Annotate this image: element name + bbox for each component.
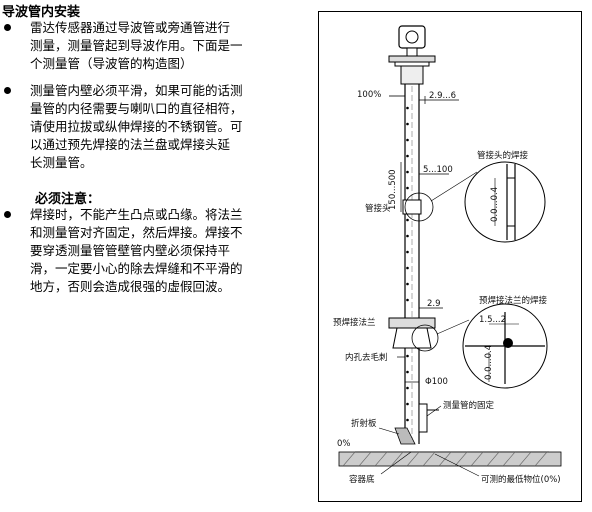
bullet-line: 个测量管（导波管的构造图） bbox=[30, 56, 193, 71]
weld-joint-detail: 0.0...0.4 bbox=[464, 161, 546, 243]
pipe-fixing bbox=[418, 403, 439, 433]
dim-2-9-6-label: 2.9...6 bbox=[429, 91, 456, 101]
bullet-dot-icon bbox=[4, 87, 11, 94]
dim-5-100-label: 5...100 bbox=[423, 165, 453, 175]
bullet-line: 焊接时，不能产生凸点或凸缘。将法兰 bbox=[30, 207, 243, 222]
bullet-dot-icon bbox=[4, 211, 11, 218]
notes-title: 必须注意： bbox=[35, 192, 101, 207]
bullet-line: 要穿透测量管管壁管内壁必须保持平 bbox=[30, 243, 231, 258]
bullet-line: 量管的内径需要与喇叭口的直径相符， bbox=[30, 101, 243, 116]
bullet-line: 测量，测量管起到导波作用。下面是一 bbox=[30, 38, 243, 53]
flange-weld-label: 预焊接法兰的焊接 bbox=[479, 295, 548, 306]
bullet-line: 地方，否则会造成很强的虚假回波。 bbox=[30, 279, 231, 294]
level-100-label: 100% bbox=[357, 90, 381, 100]
pipe-joint-label: 管接头 bbox=[365, 203, 391, 214]
bullet-dot-icon bbox=[4, 24, 11, 31]
vessel-bottom bbox=[338, 451, 562, 467]
bullet-item: 测量管内壁必须平滑，如果可能的话测 量管的内径需要与喇叭口的直径相符， 请使用拉… bbox=[4, 82, 302, 172]
flange-weld-detail: 0.0...0.4 bbox=[462, 303, 548, 389]
dim-2-9-label: 2.9 bbox=[427, 299, 441, 309]
prewelded-flange-label: 预焊接法兰 bbox=[333, 317, 376, 328]
weld-tolerance-1-label: 0.0...0.4 bbox=[490, 187, 500, 222]
bullet-line: 长测量管。 bbox=[30, 155, 93, 170]
weld-joint-label: 管接头的焊接 bbox=[477, 150, 529, 161]
level-0-label: 0% bbox=[337, 439, 351, 449]
bullet-line: 测量管内壁必须平滑，如果可能的话测 bbox=[30, 83, 243, 98]
note-bullet-item: 焊接时，不能产生凸点或凸缘。将法兰 和测量管对齐固定，然后焊接。焊接不 要穿透测… bbox=[4, 206, 302, 296]
measuring-pipe bbox=[404, 84, 420, 444]
bullet-line: 雷达传感器通过导波管或旁通管进行 bbox=[30, 20, 231, 35]
section-title: 导波管内安装 bbox=[2, 5, 81, 20]
deburr-label: 内孔去毛刺 bbox=[345, 352, 388, 363]
bullet-line: 以通过预先焊接的法兰盘或焊接头延 bbox=[30, 137, 231, 152]
bullet-line: 滑，一定要小心的除去焊缝和不平滑的 bbox=[30, 261, 243, 276]
bullet-line: 和测量管对齐固定，然后焊接。焊接不 bbox=[30, 225, 243, 240]
diameter-label: Φ100 bbox=[425, 377, 448, 387]
stillpipe-diagram: 100% 2.9...6 150...500 5...100 管接头 0.0..… bbox=[318, 11, 582, 502]
prewelded-flange bbox=[388, 317, 436, 349]
dim-1-5-2-label: 1.5...2 bbox=[479, 315, 506, 325]
radar-sensor-icon bbox=[388, 25, 436, 85]
pipe-fixing-label: 测量管的固定 bbox=[443, 400, 495, 411]
weld-tolerance-2-label: 0.0...0.4 bbox=[484, 345, 494, 380]
bullet-item: 雷达传感器通过导波管或旁通管进行 测量，测量管起到导波作用。下面是一 个测量管（… bbox=[4, 19, 302, 73]
dim-150-500-label: 150...500 bbox=[388, 169, 398, 210]
stillpipe-drawing: 100% 2.9...6 150...500 5...100 管接头 0.0..… bbox=[333, 25, 562, 485]
baffle-label: 折射板 bbox=[351, 418, 377, 429]
vessel-bottom-label: 容器底 bbox=[349, 474, 375, 485]
min-level-label: 可测的最低物位(0%) bbox=[481, 474, 561, 485]
bullet-line: 请使用拉拔或纵伸焊接的不锈钢管。可 bbox=[30, 119, 243, 134]
